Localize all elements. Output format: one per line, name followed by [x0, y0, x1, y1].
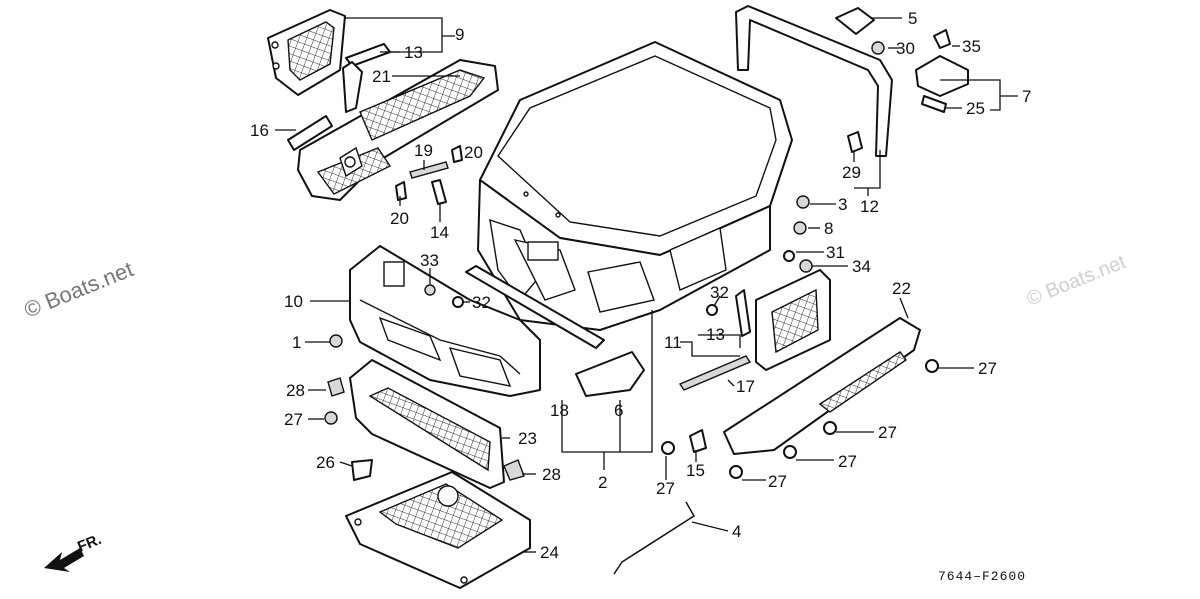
callout-18: 18 [550, 401, 569, 420]
part-9-grille-panel [267, 9, 346, 96]
callout-23: 23 [518, 429, 537, 448]
part-11-side-panel [755, 269, 831, 371]
callout-20-right: 20 [464, 143, 483, 162]
callout-11: 11 [664, 333, 682, 352]
part-22-side-cover [723, 317, 921, 455]
callout-29: 29 [842, 163, 861, 182]
callout-27-right-a: 27 [978, 359, 997, 378]
callout-27-center: 27 [656, 479, 675, 498]
callout-27-right-b: 27 [878, 423, 897, 442]
callout-3: 3 [838, 195, 847, 214]
callout-1: 1 [292, 333, 301, 352]
callout-14: 14 [430, 223, 449, 242]
callout-34: 34 [852, 257, 871, 276]
callout-8: 8 [824, 219, 833, 238]
part-20-clip-b [395, 181, 407, 201]
part-16-strip [287, 115, 333, 151]
callout-6: 6 [614, 401, 623, 420]
callout-labels: 9 13 21 16 19 20 20 14 33 32 10 1 28 27 … [250, 9, 1031, 562]
callout-13-top: 13 [404, 43, 423, 62]
part-24-tray [345, 471, 531, 589]
callout-24: 24 [540, 543, 559, 562]
part-17-strip [678, 355, 752, 391]
callout-31: 31 [826, 243, 845, 262]
callout-16: 16 [250, 121, 269, 140]
leader-lines [275, 17, 1018, 553]
front-direction-marker: FR. [44, 531, 104, 572]
callout-15: 15 [686, 461, 705, 480]
part-19-strip [409, 161, 449, 179]
callout-26: 26 [316, 453, 335, 472]
callout-9: 9 [455, 25, 464, 44]
callout-19: 19 [414, 141, 433, 160]
part-21-seal [342, 61, 363, 113]
callout-22: 22 [892, 279, 911, 298]
callout-28-lower: 28 [542, 465, 561, 484]
front-arrow-icon [44, 548, 84, 572]
main-cover [477, 41, 793, 331]
callout-12: 12 [860, 197, 879, 216]
callout-20-left: 20 [390, 209, 409, 228]
part-23-lower-grille [349, 359, 505, 489]
callout-17: 17 [736, 377, 755, 396]
callout-27-right-c: 27 [838, 452, 857, 471]
watermark-left: © Boats.net [21, 256, 137, 322]
part-4-rod [613, 501, 696, 575]
upper-grille-assembly [297, 59, 499, 201]
callout-13-mid: 13 [706, 325, 725, 344]
part-13-strip-b [735, 289, 751, 337]
callout-32-left: 32 [472, 293, 491, 312]
front-label: FR. [75, 531, 104, 556]
callout-28-left: 28 [286, 381, 305, 400]
callout-5: 5 [908, 9, 917, 28]
drawing-code: 7644–F2600 [938, 569, 1026, 584]
callout-2: 2 [598, 473, 607, 492]
part-12-frame-bar [735, 5, 893, 157]
part-18-strip [465, 265, 605, 349]
callout-25: 25 [966, 99, 985, 118]
part-6-cover-plate [575, 351, 645, 397]
part-20-clip-a [451, 145, 463, 163]
callout-30: 30 [896, 39, 915, 58]
callout-32-right: 32 [710, 283, 729, 302]
hardware-fasteners [324, 7, 969, 481]
callout-21: 21 [372, 67, 391, 86]
callout-4: 4 [732, 522, 741, 541]
callout-27-right-d: 27 [768, 472, 787, 491]
watermark-right: © Boats.net [1024, 251, 1130, 311]
part-14-clip [431, 179, 447, 205]
callout-7: 7 [1022, 87, 1031, 106]
callout-10: 10 [284, 292, 303, 311]
callout-27-left: 27 [284, 410, 303, 429]
callout-33: 33 [420, 251, 439, 270]
part-10-bumper [349, 245, 541, 397]
callout-35: 35 [962, 37, 981, 56]
